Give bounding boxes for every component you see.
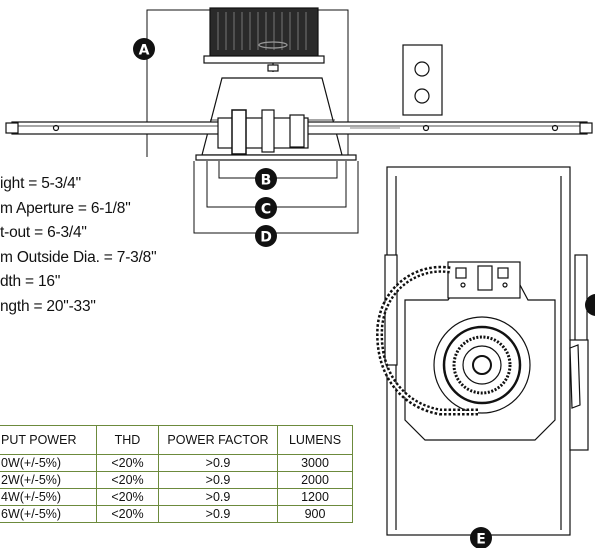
callout-a: A (133, 38, 155, 60)
table-row: 4W(+/-5%) <20% >0.9 1200 (0, 488, 353, 506)
callout-b-label: B (261, 173, 272, 189)
cell: 6W(+/-5%) (0, 505, 97, 523)
trim-flange (195, 154, 357, 161)
col-lumens: LUMENS (277, 425, 353, 455)
dimension-line-b (218, 161, 338, 179)
spec-table: PUT POWER THD POWER FACTOR LUMENS 0W(+/-… (0, 425, 353, 523)
cell: <20% (96, 471, 159, 489)
dimension-item: t-out = 6-3/4" (0, 224, 87, 242)
dimension-item: m Aperture = 6-1/8" (0, 199, 131, 217)
cell: 2W(+/-5%) (0, 471, 97, 489)
cell: >0.9 (158, 454, 278, 472)
cell: <20% (96, 505, 159, 523)
junction-box (402, 44, 443, 116)
table-row: 0W(+/-5%) <20% >0.9 3000 (0, 454, 353, 472)
heat-sink (203, 7, 325, 64)
dimension-list: ight = 5-3/4" m Aperture = 6-1/8" t-out … (0, 172, 157, 320)
callout-d-label: D (260, 230, 272, 246)
bottom-view (376, 166, 589, 536)
cell: 4W(+/-5%) (0, 488, 97, 506)
cell: 2000 (277, 471, 353, 489)
callout-d: D (255, 225, 277, 247)
callout-c-label: C (261, 202, 271, 218)
cell: 900 (277, 505, 353, 523)
col-power-factor: POWER FACTOR (158, 425, 278, 455)
table-row: 2W(+/-5%) <20% >0.9 2000 (0, 471, 353, 489)
cell: >0.9 (158, 505, 278, 523)
cell: 0W(+/-5%) (0, 454, 97, 472)
cell: 3000 (277, 454, 353, 472)
cell: <20% (96, 454, 159, 472)
cell: >0.9 (158, 488, 278, 506)
callout-c: C (255, 197, 277, 219)
col-input-power: PUT POWER (0, 425, 97, 455)
cell: 1200 (277, 488, 353, 506)
callout-e: E (470, 527, 492, 548)
dimension-item: ngth = 20"-33" (0, 297, 96, 315)
dimension-item: m Outside Dia. = 7-3/8" (0, 248, 157, 266)
callout-b: B (255, 168, 277, 190)
callout-a-label: A (139, 43, 150, 59)
dimension-item: ight = 5-3/4" (0, 175, 81, 192)
dimension-line-c (206, 161, 347, 208)
dimension-item: dth = 16" (0, 273, 61, 291)
col-thd: THD (96, 425, 159, 455)
callout-e-label: E (476, 532, 486, 548)
table-row: 6W(+/-5%) <20% >0.9 900 (0, 505, 353, 523)
table-header-row: PUT POWER THD POWER FACTOR LUMENS (0, 425, 353, 455)
callout-partial (585, 294, 595, 316)
cell: >0.9 (158, 471, 278, 489)
cell: <20% (96, 488, 159, 506)
